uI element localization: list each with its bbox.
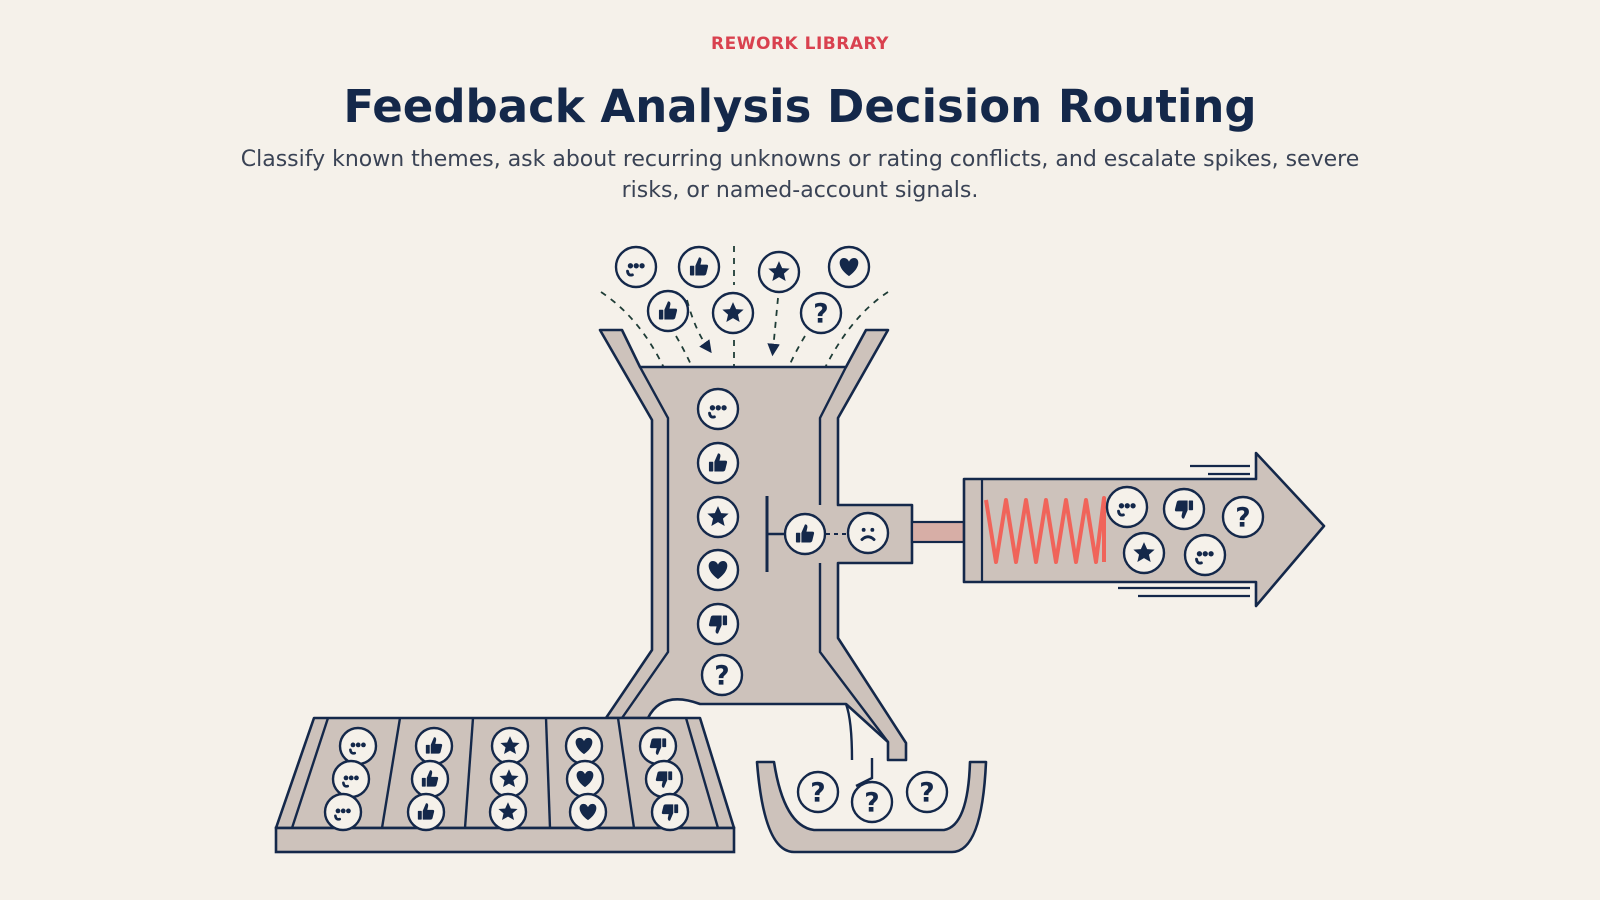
chat-bubble-icon — [614, 245, 658, 289]
question-icon — [796, 770, 840, 814]
escalation-group — [1105, 485, 1265, 577]
star-icon — [696, 495, 740, 539]
comparator-group — [783, 511, 890, 556]
chat-bubble-icon — [338, 726, 378, 766]
thumbs-up-icon — [414, 726, 454, 766]
chat-bubble-icon — [331, 759, 371, 799]
page-title: Feedback Analysis Decision Routing — [343, 80, 1257, 133]
star-icon — [711, 291, 755, 335]
heart-icon — [565, 759, 605, 799]
heart-icon — [564, 726, 604, 766]
sad-face-icon — [846, 511, 890, 555]
question-icon — [1221, 495, 1265, 539]
sorted-bins-base — [274, 826, 736, 854]
sorted-bins-group — [323, 726, 690, 832]
thumbs-up-icon — [783, 512, 827, 556]
incoming-feedback-group — [614, 245, 871, 335]
unknown-tray-group — [796, 770, 949, 824]
question-icon — [799, 291, 843, 335]
page-subtitle: Classify known themes, ask about recurri… — [240, 147, 1360, 203]
sorted-bins-dividers — [290, 717, 720, 829]
thumbs-up-icon — [677, 245, 721, 289]
spike-spring — [984, 496, 1106, 564]
question-icon — [905, 770, 949, 814]
star-icon — [490, 726, 530, 766]
heart-icon — [696, 548, 740, 592]
star-icon — [757, 250, 801, 294]
star-icon — [488, 792, 528, 832]
escalation-arrow — [962, 451, 1326, 608]
speed-lines — [1118, 464, 1250, 598]
funnel-queue-group — [696, 387, 744, 697]
unknown-drop-pipe — [844, 703, 874, 788]
unknown-question-tray — [755, 760, 988, 854]
thumbs-up-icon — [696, 441, 740, 485]
funnel-inner-walls — [621, 366, 889, 743]
thumbs-up-icon — [406, 792, 446, 832]
thumbs-down-icon — [644, 759, 684, 799]
thumbs-up-icon — [646, 289, 690, 333]
thumbs-down-icon — [638, 726, 678, 766]
heart-icon — [568, 792, 608, 832]
heart-icon — [827, 245, 871, 289]
question-icon — [700, 653, 744, 697]
escalation-connector — [910, 520, 966, 544]
star-icon — [489, 759, 529, 799]
eyebrow-label: REWORK LIBRARY — [711, 34, 889, 54]
question-icon — [850, 780, 894, 824]
thumbs-down-icon — [696, 602, 740, 646]
thumbs-down-icon — [1162, 487, 1206, 531]
chat-bubble-icon — [1183, 533, 1227, 577]
chat-bubble-icon — [696, 387, 740, 431]
rating-comparator — [765, 496, 848, 572]
thumbs-up-icon — [410, 759, 450, 799]
star-icon — [1122, 531, 1166, 575]
chat-bubble-icon — [323, 792, 363, 832]
chat-bubble-icon — [1105, 485, 1149, 529]
thumbs-down-icon — [650, 792, 690, 832]
